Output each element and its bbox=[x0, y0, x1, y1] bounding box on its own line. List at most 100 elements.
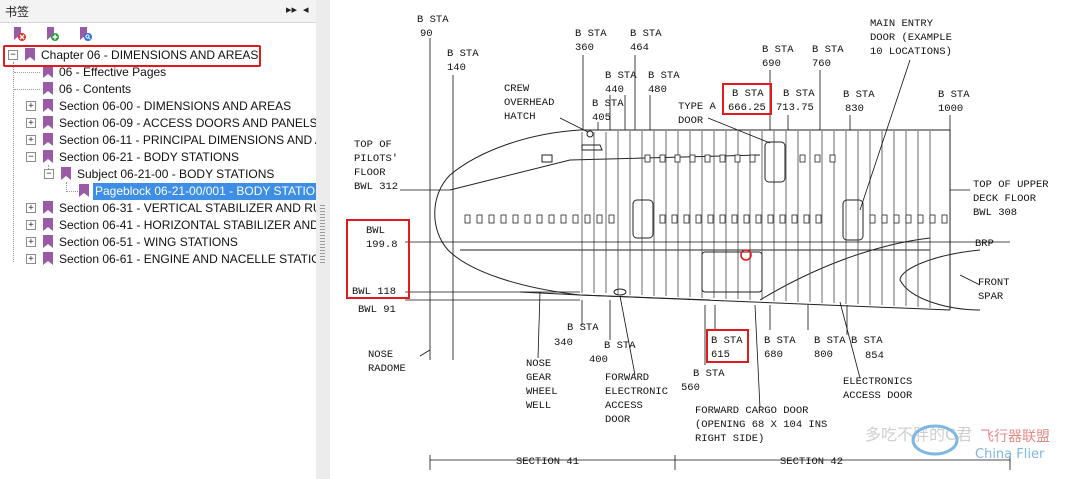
bookmark-icon bbox=[79, 184, 89, 197]
bookmark-icon bbox=[43, 235, 53, 248]
tree-guide bbox=[13, 62, 14, 262]
watermark: 多吃不胖的C君 飞行器联盟 China Flier bbox=[865, 424, 1050, 462]
bookmark-icon bbox=[43, 201, 53, 214]
section-42-label: SECTION 42 bbox=[780, 456, 843, 468]
watermark-text: China Flier bbox=[975, 447, 1045, 462]
brp-label: BRP bbox=[975, 238, 994, 250]
tree-item-label: Section 06-61 - ENGINE AND NACELLE STATI… bbox=[59, 252, 317, 266]
watermark-text: 多吃不胖的C君 bbox=[865, 425, 972, 444]
tree-item-effective-pages[interactable]: 06 - Effective Pages bbox=[0, 64, 316, 81]
bwl-199-label: BWL bbox=[366, 225, 385, 237]
expand-toggle[interactable]: + bbox=[26, 118, 36, 128]
pilots-floor-label: FLOOR bbox=[354, 167, 386, 179]
bookmark-icon bbox=[43, 116, 53, 129]
bookmark-icon bbox=[43, 65, 53, 78]
station-value: 760 bbox=[812, 58, 831, 70]
station-value: 615 bbox=[711, 349, 730, 361]
station-value: 440 bbox=[605, 84, 624, 96]
station-value: 1000 bbox=[938, 103, 963, 115]
bookmark-icon bbox=[43, 133, 53, 146]
elec-access-label: ACCESS DOOR bbox=[843, 390, 913, 402]
splitter-grip[interactable] bbox=[320, 205, 325, 265]
station-label: B STA bbox=[693, 368, 725, 380]
fwd-elec-label: DOOR bbox=[605, 414, 631, 426]
station-label: B STA bbox=[812, 44, 844, 56]
window-row-upper bbox=[644, 154, 836, 163]
crew-hatch bbox=[581, 144, 603, 151]
collapse-toggle[interactable]: − bbox=[26, 152, 36, 162]
tree-item-label: Section 06-09 - ACCESS DOORS AND PANELS bbox=[59, 116, 317, 130]
main-entry-label: MAIN ENTRY bbox=[870, 18, 934, 30]
type-a-door bbox=[764, 141, 786, 183]
tree-item-section-06-31[interactable]: + Section 06-31 - VERTICAL STABILIZER AN… bbox=[0, 200, 316, 217]
panel-title: 书签 bbox=[5, 5, 30, 19]
station-label: B STA bbox=[783, 88, 815, 100]
nose-gear-label: WHEEL bbox=[526, 386, 558, 398]
bookmark-icon bbox=[25, 48, 35, 61]
front-spar-label: FRONT bbox=[978, 277, 1010, 289]
station-label: B STA bbox=[711, 335, 743, 347]
fwd-cargo-label: FORWARD CARGO DOOR bbox=[695, 405, 809, 417]
elec-access-door bbox=[613, 288, 627, 296]
leader-lines bbox=[419, 59, 981, 409]
highlight-box bbox=[706, 329, 749, 363]
tree-item-section-06-41[interactable]: + Section 06-41 - HORIZONTAL STABILIZER … bbox=[0, 217, 316, 234]
panel-splitter[interactable] bbox=[316, 0, 330, 479]
expand-toggle[interactable]: + bbox=[26, 101, 36, 111]
bookmark-toolbar bbox=[0, 23, 316, 45]
tree-item-section-06-09[interactable]: + Section 06-09 - ACCESS DOORS AND PANEL… bbox=[0, 115, 316, 132]
document-view: B STA 90 B STA 140 B STA 360 B STA 464 B… bbox=[330, 0, 1080, 479]
station-value: 400 bbox=[589, 354, 608, 366]
close-panel-button[interactable]: ◂ bbox=[303, 4, 309, 16]
tree-item-section-06-11[interactable]: + Section 06-11 - PRINCIPAL DIMENSIONS A… bbox=[0, 132, 316, 149]
expand-toggle[interactable]: + bbox=[26, 220, 36, 230]
tree-item-section-06-51[interactable]: + Section 06-51 - WING STATIONS bbox=[0, 234, 316, 251]
expand-toggle[interactable]: + bbox=[26, 237, 36, 247]
tree-item-contents[interactable]: 06 - Contents bbox=[0, 81, 316, 98]
tree-item-chapter-06[interactable]: − Chapter 06 - DIMENSIONS AND AREAS bbox=[0, 47, 316, 64]
fwd-cargo-label: RIGHT SIDE) bbox=[695, 433, 764, 445]
tree-item-label: 06 - Contents bbox=[59, 82, 132, 96]
station-label: B STA bbox=[567, 322, 599, 334]
find-bookmark-icon[interactable] bbox=[77, 26, 93, 42]
station-value: 666.25 bbox=[728, 102, 766, 114]
tree-item-pageblock-06-21-00-001[interactable]: Pageblock 06-21-00/001 - BODY STATION bbox=[0, 183, 316, 200]
expand-toggle[interactable]: + bbox=[26, 254, 36, 264]
hatch-marker bbox=[586, 130, 594, 138]
bwl-118-label: BWL 118 bbox=[352, 286, 396, 298]
station-label: B STA bbox=[764, 335, 796, 347]
tree-guide bbox=[14, 72, 40, 73]
pilots-floor-label: BWL 312 bbox=[354, 181, 398, 193]
tree-item-section-06-61[interactable]: + Section 06-61 - ENGINE AND NACELLE STA… bbox=[0, 251, 316, 268]
tree-item-label: Section 06-11 - PRINCIPAL DIMENSIONS AND… bbox=[59, 133, 317, 147]
bwl-lines bbox=[400, 189, 1010, 301]
front-spar-label: SPAR bbox=[978, 291, 1004, 303]
add-bookmark-icon[interactable] bbox=[44, 26, 60, 42]
expand-toggle[interactable]: + bbox=[26, 203, 36, 213]
forward-door bbox=[632, 199, 654, 239]
main-entry-label: DOOR (EXAMPLE bbox=[870, 32, 952, 44]
doors bbox=[541, 130, 864, 296]
collapse-panel-button[interactable]: ▸▸ bbox=[286, 4, 298, 16]
station-label: B STA bbox=[851, 335, 883, 347]
tree-item-subject-06-21-00[interactable]: − Subject 06-21-00 - BODY STATIONS bbox=[0, 166, 316, 183]
tree-item-label: Section 06-31 - VERTICAL STABILIZER AND … bbox=[59, 201, 317, 215]
bookmark-icon bbox=[61, 167, 71, 180]
tree-guide bbox=[66, 191, 80, 192]
panel-header: 书签 ▸▸ ◂ bbox=[0, 0, 316, 23]
station-value: 140 bbox=[447, 62, 466, 74]
nose-gear-label: NOSE bbox=[526, 358, 551, 370]
tree-item-section-06-00[interactable]: + Section 06-00 - DIMENSIONS AND AREAS bbox=[0, 98, 316, 115]
bookmark-icon bbox=[43, 150, 53, 163]
collapse-toggle[interactable]: − bbox=[8, 50, 18, 60]
highlight-box bbox=[3, 45, 261, 67]
tree-item-section-06-21[interactable]: − Section 06-21 - BODY STATIONS bbox=[0, 149, 316, 166]
station-label: B STA bbox=[604, 340, 636, 352]
delete-bookmark-icon[interactable] bbox=[11, 26, 27, 42]
collapse-toggle[interactable]: − bbox=[44, 169, 54, 179]
station-value: 830 bbox=[845, 103, 864, 115]
fwd-elec-label: ELECTRONIC bbox=[605, 386, 668, 398]
crew-hatch-label: CREW bbox=[504, 83, 530, 95]
section-41-label: SECTION 41 bbox=[516, 456, 579, 468]
expand-toggle[interactable]: + bbox=[26, 135, 36, 145]
